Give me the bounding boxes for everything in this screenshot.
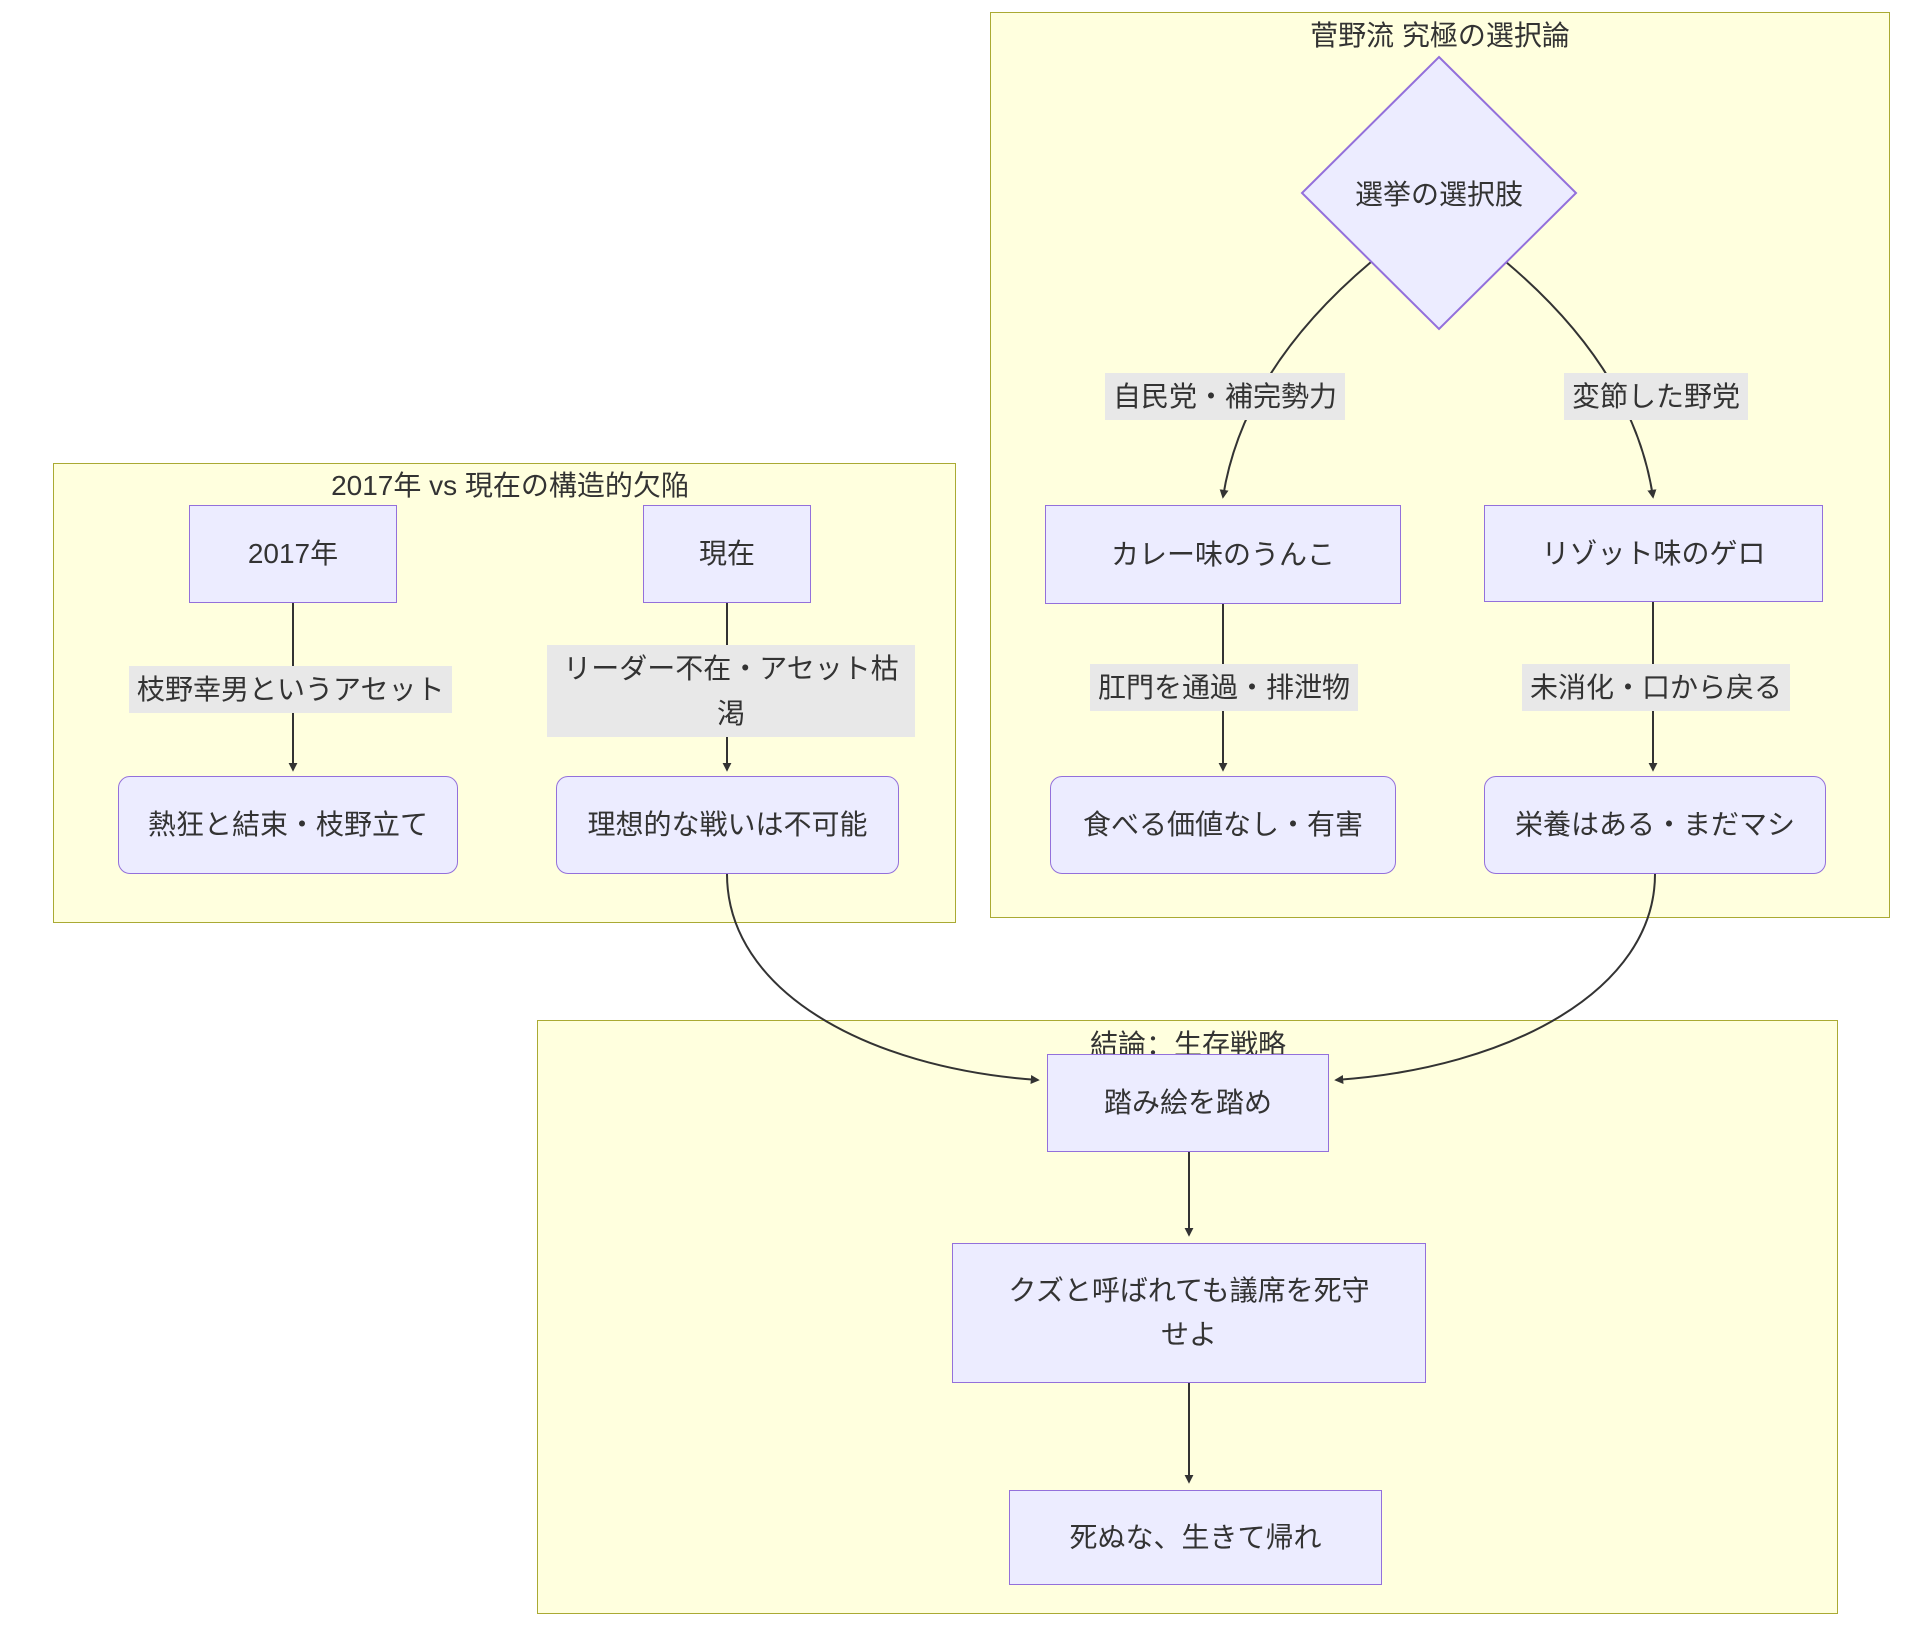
edge-label-leader-fuzai: リーダー不在・アセット枯渇 xyxy=(547,645,915,737)
node-shinuna-ikite-kaere: 死ぬな、生きて帰れ xyxy=(1009,1490,1382,1585)
edge-label-jiminto-hokan: 自民党・補完勢力 xyxy=(1105,373,1346,420)
edge-label-mishouka-modoru: 未消化・口から戻る xyxy=(1522,664,1791,711)
node-senkyo-sentakushi: 選挙の選択肢 xyxy=(1300,55,1578,331)
node-fumie: 踏み絵を踏め xyxy=(1047,1054,1329,1152)
node-eiyo-aru: 栄養はある・まだマシ xyxy=(1484,776,1826,874)
diamond-shape xyxy=(1300,55,1578,331)
node-taberu-kachi-nashi: 食べる価値なし・有害 xyxy=(1050,776,1396,874)
node-kuzu-giseki: クズと呼ばれても議席を死守せよ xyxy=(952,1243,1426,1383)
node-curry-unko: カレー味のうんこ xyxy=(1045,505,1401,604)
edge-label-edano-asset: 枝野幸男というアセット xyxy=(129,666,453,713)
node-genzai: 現在 xyxy=(643,505,811,603)
node-senkyo-label: 選挙の選択肢 xyxy=(1354,179,1523,210)
node-nekkyo-kessoku: 熱狂と結束・枝野立て xyxy=(118,776,458,874)
node-2017: 2017年 xyxy=(189,505,397,603)
edge-label-hensetsu-yato: 変節した野党 xyxy=(1564,373,1749,420)
subgraph-choice-title: 菅野流 究極の選択論 xyxy=(1310,20,1570,51)
edge-label-koumon-tsuka: 肛門を通過・排泄物 xyxy=(1090,664,1359,711)
node-risouteki-fukanou: 理想的な戦いは不可能 xyxy=(556,776,899,874)
edge-risou-to-fumie xyxy=(726,873,1040,1084)
node-risotto-gero: リゾット味のゲロ xyxy=(1484,505,1823,602)
edge-eiyo-to-fumie xyxy=(1334,873,1656,1084)
subgraph-comparison-title: 2017年 vs 現在の構造的欠陥 xyxy=(331,470,689,501)
